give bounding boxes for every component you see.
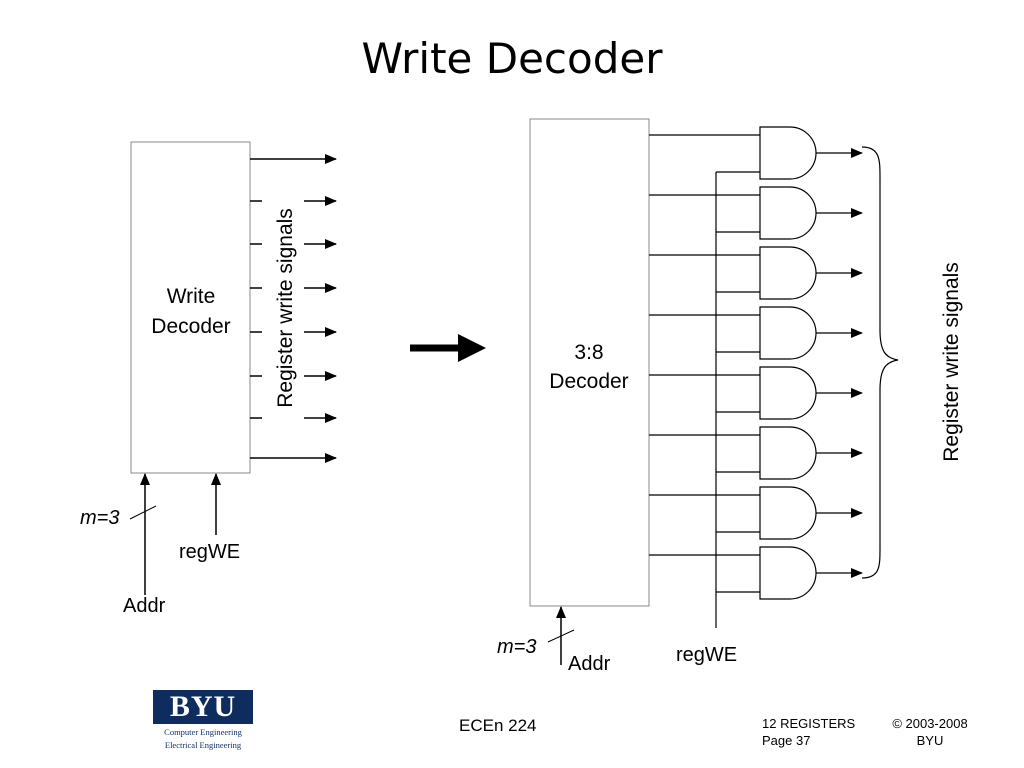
- byu-logo: BYU Computer Engineering Electrical Engi…: [153, 690, 253, 750]
- and-gate: [759, 426, 817, 480]
- write-decoder-block: [130, 141, 251, 474]
- output-brace: [861, 146, 899, 579]
- decoder-3to8-block: [529, 118, 650, 607]
- footer-section-line1: 12 REGISTERS: [762, 716, 856, 731]
- footer-course: ECEn 224: [459, 716, 537, 735]
- and-gate: [759, 246, 817, 300]
- right-addr-width-label: m=3: [497, 636, 536, 658]
- footer-section-line2: Page 37: [762, 733, 811, 748]
- and-gates: [649, 126, 863, 600]
- write-decoder-label-line2: Decoder: [151, 315, 230, 338]
- byu-logo-sub1: Computer Engineering: [164, 727, 242, 737]
- slide-title: Write Decoder: [361, 34, 663, 83]
- footer-copyright-line2: BYU: [916, 733, 944, 748]
- left-register-write-signals-label: Register write signals: [274, 208, 297, 408]
- and-gate: [759, 186, 817, 240]
- byu-logo-wordmark: BYU: [153, 690, 253, 724]
- transform-arrow: [410, 334, 486, 362]
- right-regwe-label: regWE: [676, 644, 737, 666]
- left-addr-label: Addr: [123, 595, 166, 617]
- left-regwe-label: regWE: [179, 541, 240, 563]
- left-output-arrows: [250, 154, 337, 463]
- left-addr-width-label: m=3: [80, 507, 119, 529]
- footer-copyright-line1: © 2003-2008: [892, 716, 968, 731]
- and-gate: [759, 546, 817, 600]
- right-bus-slash: [547, 629, 575, 643]
- decoder-3to8-label-line2: Decoder: [549, 370, 628, 393]
- and-gate: [759, 306, 817, 360]
- write-decoder-label-line1: Write: [167, 285, 216, 308]
- byu-logo-sub2: Electrical Engineering: [164, 740, 242, 750]
- right-addr-label: Addr: [568, 653, 611, 675]
- left-bus-slash: [129, 505, 157, 520]
- footer-section: 12 REGISTERS Page 37: [762, 715, 855, 749]
- decoder-3to8-label-line1: 3:8: [574, 341, 603, 364]
- right-register-write-signals-label: Register write signals: [940, 262, 963, 462]
- and-gate: [759, 126, 817, 180]
- and-gate: [759, 366, 817, 420]
- footer-copyright: © 2003-2008 BYU: [885, 715, 975, 749]
- and-gate: [759, 486, 817, 540]
